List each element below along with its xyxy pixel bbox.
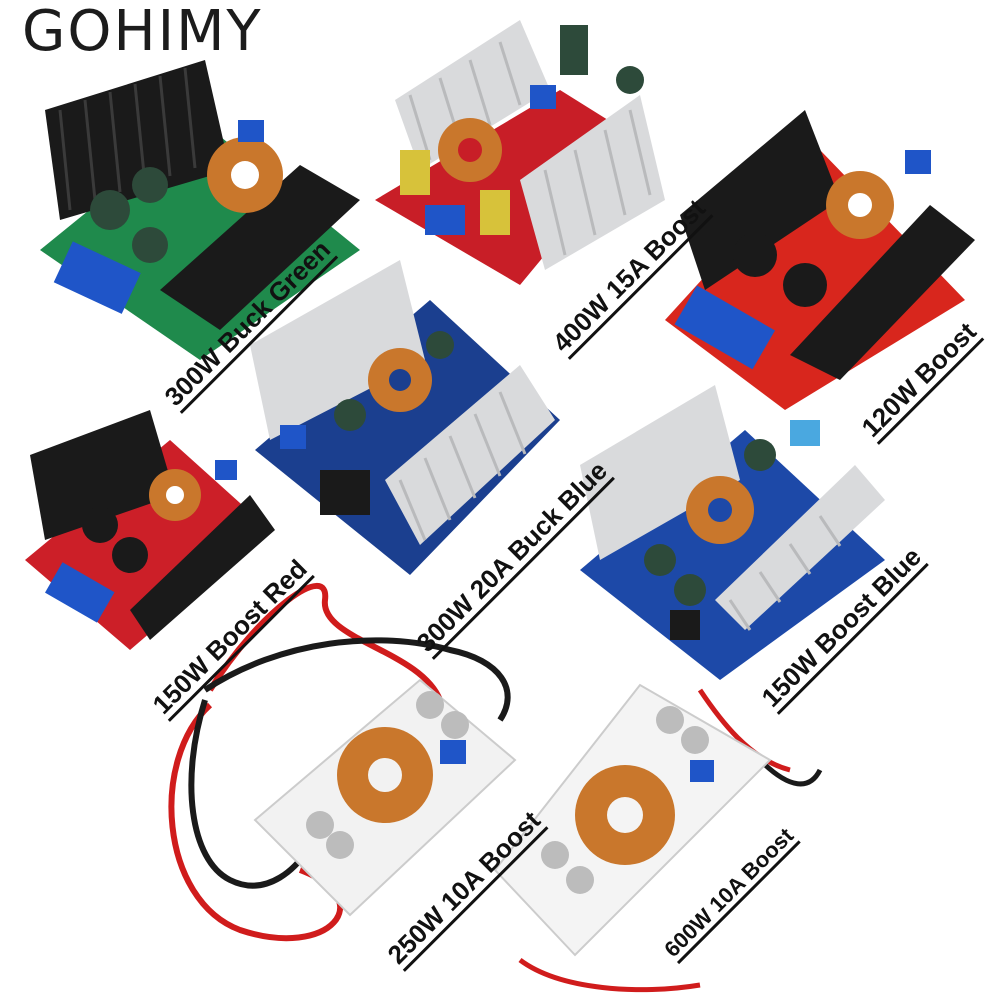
black-wire-2 (758, 758, 823, 787)
board-300w-buck-green (40, 60, 360, 360)
board-150w-boost-blue (580, 385, 885, 680)
board-600w-10a-boost (493, 683, 772, 957)
black-wire-top (203, 637, 511, 722)
black-wire (188, 699, 303, 889)
brand-logo: GOHIMY (22, 0, 263, 64)
board-300w-20a-buck-blue (250, 260, 560, 575)
red-wire-2 (697, 688, 791, 773)
board-120w-boost (665, 110, 975, 410)
red-wire-top (207, 583, 443, 702)
board-250w-10a-boost (253, 678, 517, 917)
board-150w-boost-red (25, 410, 275, 650)
board-400w-15a-boost (375, 20, 665, 285)
red-wire-3 (518, 957, 701, 993)
